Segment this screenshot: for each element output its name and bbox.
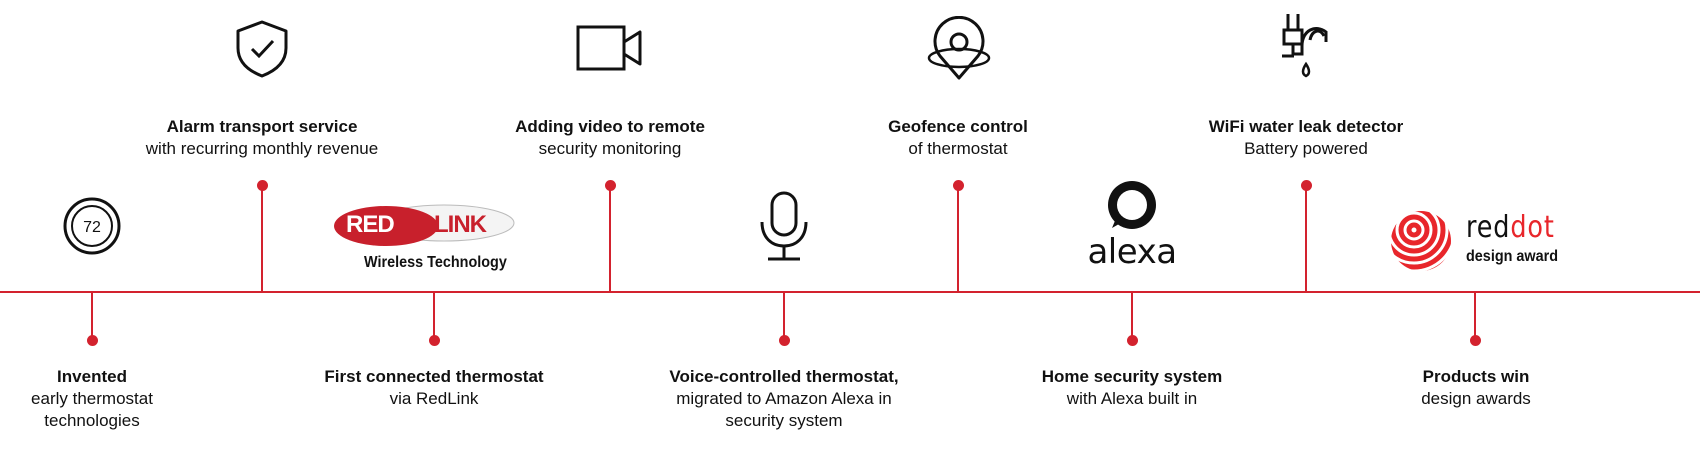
redlink-tagline: Wireless Technology (364, 254, 507, 271)
stem (433, 292, 435, 340)
milestone-label: First connected thermostat via RedLink (274, 366, 594, 410)
milestone-label: Invented early thermostat technologies (0, 366, 252, 432)
timeline-dot (429, 335, 440, 346)
milestone-text: Battery powered (1244, 139, 1368, 158)
timeline-dot (87, 335, 98, 346)
stem (783, 292, 785, 340)
stem (957, 185, 959, 292)
reddot-tagline: design award (1466, 248, 1559, 265)
water-leak-faucet-icon (1282, 14, 1328, 78)
stem (1474, 292, 1476, 340)
stem (261, 185, 263, 292)
thermostat-reading: 72 (83, 219, 101, 236)
milestone-text: security system (725, 411, 843, 430)
milestone-title: Geofence control (888, 117, 1028, 136)
milestone-title: Adding video to remote (515, 117, 705, 136)
timeline-dot (605, 180, 616, 191)
geofence-pin-icon (927, 16, 991, 80)
timeline-dot (779, 335, 790, 346)
redlink-link-text: LINK (434, 211, 487, 238)
alexa-wordmark: alexa (1087, 232, 1177, 272)
reddot-dot-text: dot (1510, 210, 1555, 245)
milestone-title: Products win (1422, 367, 1530, 386)
reddot-red-text: red (1466, 210, 1511, 245)
milestone-title: Voice-controlled thermostat, (669, 367, 899, 386)
timeline-dot (1127, 335, 1138, 346)
microphone-icon (760, 191, 808, 261)
redlink-red-text: RED (346, 211, 395, 238)
reddot-logo: reddot design award (1390, 210, 1570, 280)
milestone-text: design awards (1421, 389, 1531, 408)
milestone-label: Home security system with Alexa built in (972, 366, 1292, 410)
milestone-title: Invented (57, 367, 127, 386)
reddot-sphere-icon (1391, 211, 1451, 271)
stem (91, 292, 93, 340)
stem (1305, 185, 1307, 292)
milestone-text: early thermostat (31, 389, 153, 408)
shield-check-icon (236, 20, 288, 78)
milestone-text: via RedLink (389, 389, 479, 408)
milestone-text: with Alexa built in (1066, 389, 1198, 408)
redlink-logo: RED LINK Wireless Technology (326, 198, 526, 278)
milestone-label: Voice-controlled thermostat, migrated to … (624, 366, 944, 432)
milestone-text: security monitoring (538, 139, 682, 158)
milestone-label: Adding video to remote security monitorin… (450, 116, 770, 160)
timeline-axis (0, 291, 1700, 293)
stem (609, 185, 611, 292)
video-camera-icon (576, 25, 642, 71)
milestone-text: technologies (44, 411, 140, 430)
alexa-logo: alexa (1082, 180, 1182, 275)
milestone-label: Geofence control of thermostat (798, 116, 1118, 160)
timeline-dot (1301, 180, 1312, 191)
milestone-title: Alarm transport service (166, 117, 358, 136)
milestone-title: Home security system (1041, 367, 1223, 386)
milestone-text: migrated to Amazon Alexa in (676, 389, 892, 408)
timeline-dot (257, 180, 268, 191)
milestone-label: Products win design awards (1316, 366, 1636, 410)
milestone-title: WiFi water leak detector (1208, 117, 1404, 136)
thermostat-icon: 72 (63, 197, 121, 255)
milestone-text: of thermostat (908, 139, 1008, 158)
timeline-dot (953, 180, 964, 191)
milestone-title: First connected thermostat (324, 367, 544, 386)
timeline-dot (1470, 335, 1481, 346)
stem (1131, 292, 1133, 340)
milestone-label: Alarm transport service with recurring mo… (102, 116, 422, 160)
milestone-text: with recurring monthly revenue (145, 139, 379, 158)
